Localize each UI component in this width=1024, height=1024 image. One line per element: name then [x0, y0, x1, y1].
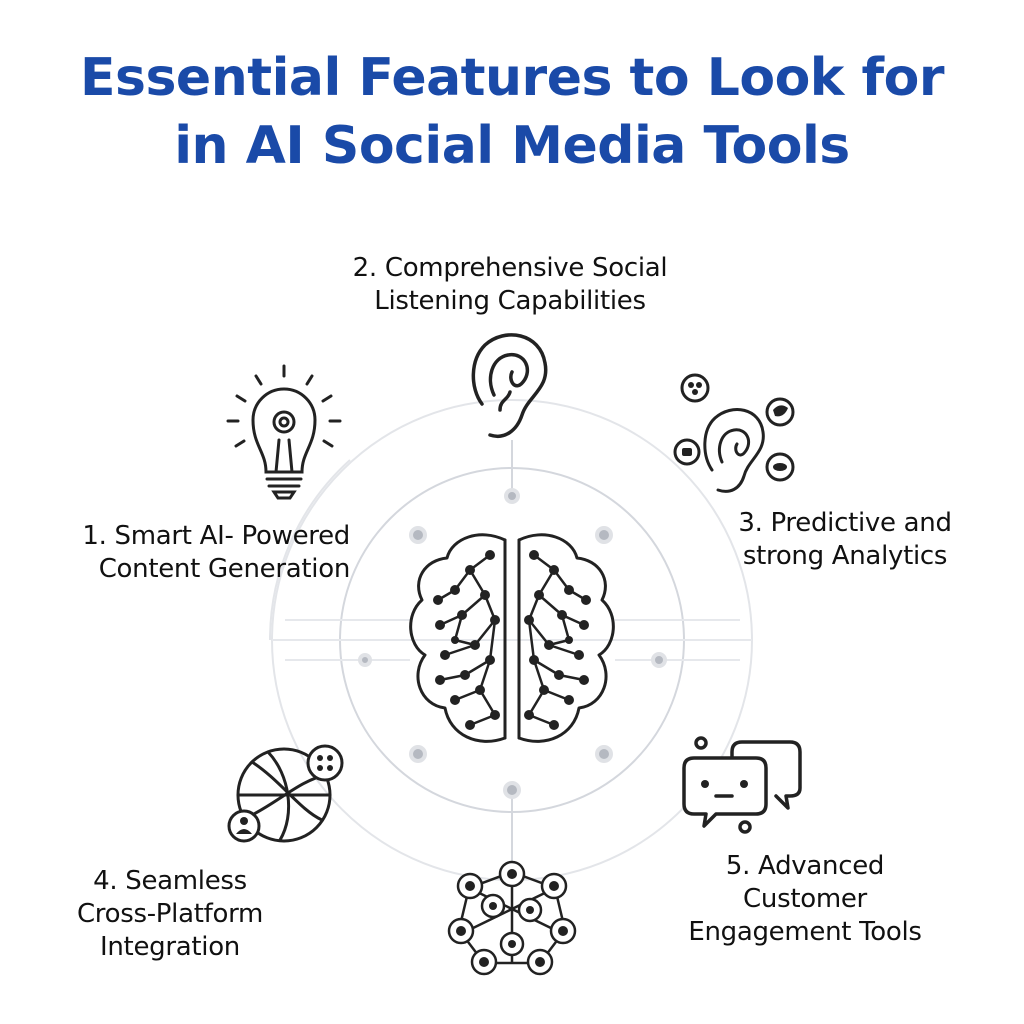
title-line-1: Essential Features to Look for: [80, 48, 944, 108]
brain-network-icon: [409, 533, 615, 743]
feature-label-3: 3. Predictive and strong Analytics: [700, 507, 990, 573]
lightbulb-icon: [226, 364, 342, 500]
feature-5-line-3: Engagement Tools: [688, 917, 922, 947]
feature-label-4: 4. Seamless Cross-Platform Integration: [20, 865, 320, 964]
title-line-2: in AI Social Media Tools: [174, 116, 850, 176]
feature-1-line-2: Content Generation: [98, 554, 351, 584]
feature-4-line-1: 4. Seamless: [93, 866, 247, 896]
feature-1-line-1: 1. Smart AI- Powered: [82, 521, 350, 551]
feature-5-line-1: 5. Advanced: [725, 851, 885, 881]
feature-2-line-1: 2. Comprehensive Social: [352, 253, 668, 283]
social-network-hex-icon: [447, 860, 577, 976]
feature-5-line-2: Customer: [743, 884, 867, 914]
feature-label-2: 2. Comprehensive Social Listening Capabi…: [290, 252, 730, 318]
ear-icon: [471, 333, 548, 438]
feature-4-line-2: Cross-Platform: [76, 899, 264, 929]
feature-3-line-2: strong Analytics: [742, 541, 948, 571]
feature-3-line-1: 3. Predictive and: [738, 508, 952, 538]
feature-4-line-3: Integration: [100, 932, 240, 962]
ear-social-icon: [673, 373, 795, 493]
feature-label-1: 1. Smart AI- Powered Content Generation: [20, 520, 350, 586]
connector-lines: [268, 399, 753, 881]
globe-network-icon: [227, 744, 344, 843]
page-title: Essential Features to Look for in AI Soc…: [0, 44, 1024, 180]
chat-bubbles-icon: [682, 736, 802, 834]
feature-label-5: 5. Advanced Customer Engagement Tools: [640, 850, 970, 949]
connector-nodes: [358, 488, 667, 799]
feature-2-line-2: Listening Capabilities: [374, 286, 646, 316]
